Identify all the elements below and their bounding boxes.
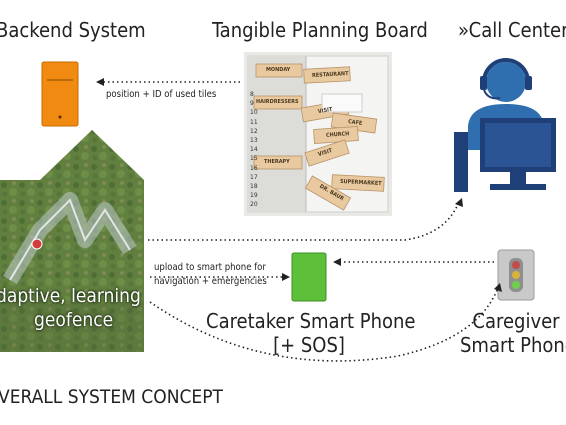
arrowhead-icon xyxy=(494,283,502,292)
caretaker-label-line2: [+ SOS] xyxy=(273,333,345,357)
row-number: 20 xyxy=(250,201,258,209)
geofence-label-line1: daptive, learning xyxy=(0,285,141,307)
dotted-connections xyxy=(148,203,499,362)
row-number: 9 xyxy=(250,100,254,108)
row-number: 8 xyxy=(250,91,254,98)
board-tiles xyxy=(253,63,385,211)
backend-server-icon xyxy=(41,61,79,127)
geofence-label-line2: geofence xyxy=(34,309,114,331)
computer-monitor-icon xyxy=(454,118,556,192)
caregiver-phone-icon xyxy=(497,249,535,301)
arrowhead-icon xyxy=(282,273,290,281)
row-number: 13 xyxy=(250,137,258,145)
caregiver-label-line2: Smart Phone xyxy=(460,333,566,357)
backend-link-label: position + ID of used tiles xyxy=(106,89,217,100)
upload-label-line2: navigation + emergencies xyxy=(154,276,267,287)
geofence-label: daptive, learning geofence xyxy=(0,284,146,332)
row-number: 10 xyxy=(250,109,258,117)
caretaker-phone-icon xyxy=(291,252,327,302)
row-number: 17 xyxy=(250,173,258,181)
row-number: 14 xyxy=(250,146,258,154)
arrowhead-icon xyxy=(455,198,463,207)
row-number: 18 xyxy=(250,183,258,191)
upload-label-line1: upload to smart phone for xyxy=(154,262,266,273)
arrowhead-icon xyxy=(333,258,341,266)
row-number: 19 xyxy=(250,192,258,200)
backend-system-heading: Backend System xyxy=(0,18,146,42)
footer-title: VERALL SYSTEM CONCEPT xyxy=(0,386,223,408)
caregiver-label-line1: Caregiver xyxy=(472,309,560,333)
board-row-numbers: 8 9 10 11 12 13 14 15 16 17 18 19 20 xyxy=(250,90,258,210)
arrowhead-icon xyxy=(96,78,104,86)
caretaker-label: Caretaker Smart Phone [+ SOS] xyxy=(206,309,416,357)
call-center-heading: »Call Center« xyxy=(458,18,566,42)
planning-board-image xyxy=(244,52,392,216)
caregiver-label: Caregiver Smart Phone xyxy=(460,309,566,357)
caretaker-label-line1: Caretaker Smart Phone xyxy=(206,309,416,333)
planning-board-heading: Tangible Planning Board xyxy=(212,18,428,42)
row-number: 15 xyxy=(250,155,258,163)
row-number: 11 xyxy=(250,118,258,126)
row-number: 16 xyxy=(250,164,258,172)
row-number: 12 xyxy=(250,127,258,135)
